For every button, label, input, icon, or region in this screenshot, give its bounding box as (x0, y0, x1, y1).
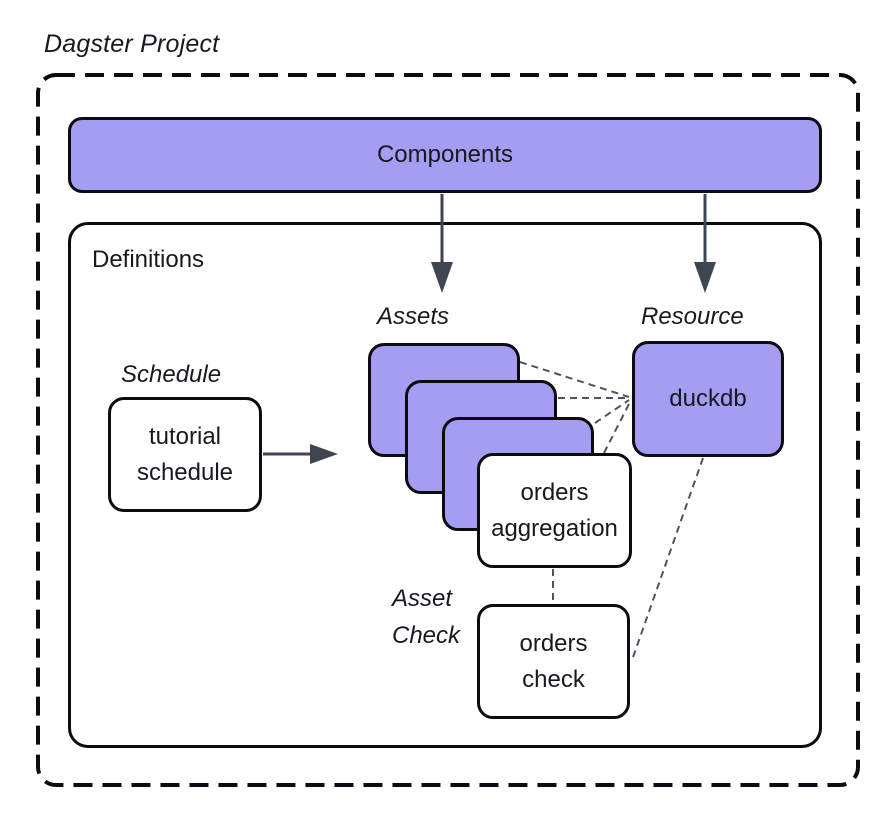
definitions-label: Definitions (92, 246, 205, 273)
orders-check-line-2: check (522, 665, 585, 693)
tutorial-schedule-node-label: tutorial schedule (137, 419, 233, 491)
components-label: Components (376, 141, 514, 168)
duckdb-node: duckdb (632, 341, 784, 457)
orders-aggregation-line-1: orders (520, 478, 589, 506)
resource-section-label: Resource (641, 303, 744, 330)
orders-aggregation-node: orders aggregation (477, 453, 632, 568)
asset-check-label-line-1: Asset (392, 585, 453, 612)
orders-aggregation-line-2: aggregation (491, 514, 618, 542)
asset-check-section-label: Asset Check (392, 580, 460, 654)
orders-check-node: orders check (477, 604, 630, 719)
tutorial-schedule-node: tutorial schedule (108, 397, 262, 512)
orders-check-node-label: orders check (519, 626, 587, 698)
tutorial-schedule-line-2: schedule (136, 458, 234, 486)
components-node: Components (68, 117, 822, 193)
asset-check-label-line-2: Check (392, 622, 461, 649)
orders-check-line-1: orders (519, 629, 588, 657)
schedule-section-label: Schedule (121, 361, 222, 388)
duckdb-node-label: duckdb (669, 385, 747, 412)
diagram-title: Dagster Project (44, 30, 220, 58)
tutorial-schedule-line-1: tutorial (148, 422, 222, 450)
assets-section-label: Assets (377, 303, 450, 330)
orders-aggregation-node-label: orders aggregation (491, 475, 618, 547)
